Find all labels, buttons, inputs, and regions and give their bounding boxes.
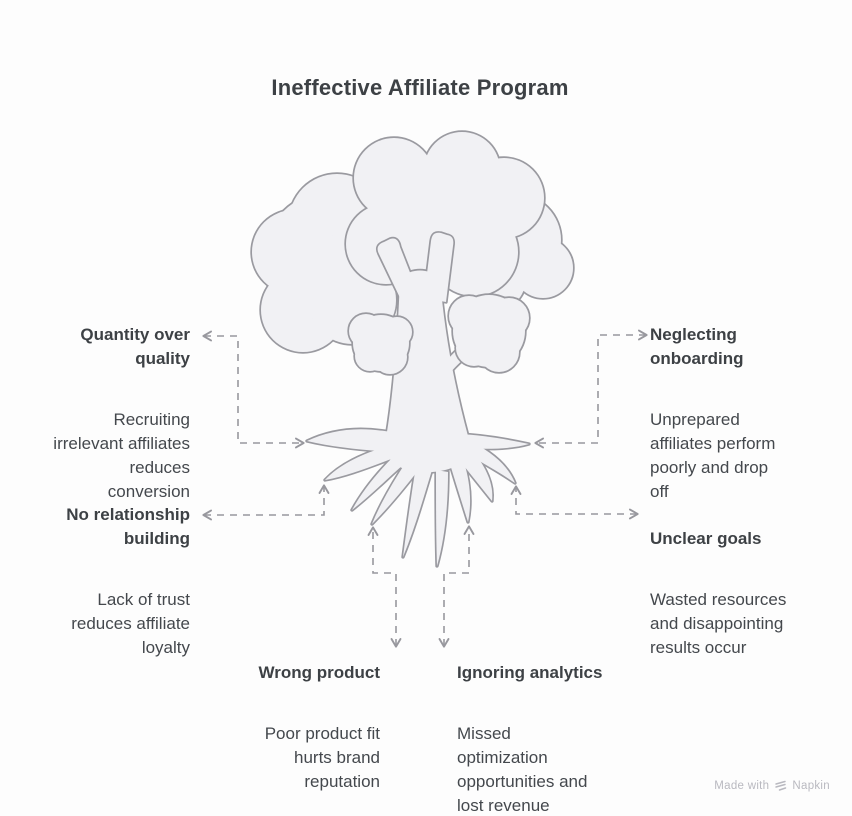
callout-ignoring-analytics: Ignoring analytics Missed optimization o… bbox=[457, 637, 689, 816]
callout-body: Unprepared affiliates perform poorly and… bbox=[650, 410, 776, 501]
callout-body: Lack of trust reduces affiliate loyalty bbox=[71, 590, 190, 657]
callout-heading: Quantity over quality bbox=[80, 325, 190, 368]
callout-body: Missed optimization opportunities and lo… bbox=[457, 724, 588, 815]
connector-wrong-product bbox=[367, 526, 402, 648]
callout-heading: No relationship building bbox=[66, 505, 190, 548]
callout-body: Recruiting irrelevant affiliates reduces… bbox=[53, 410, 190, 501]
callout-unclear-goals: Unclear goals Wasted resources and disap… bbox=[650, 503, 852, 684]
made-with-napkin-badge[interactable]: Made with Napkin bbox=[714, 780, 830, 792]
callout-heading: Wrong product bbox=[258, 663, 381, 682]
callout-neglecting-onboarding: Neglecting onboarding Unprepared affilia… bbox=[650, 299, 852, 528]
connector-ignoring-analytics bbox=[438, 525, 475, 648]
connector-quantity-over-quality bbox=[202, 330, 305, 449]
callout-no-relationship-building: No relationship building Lack of trust r… bbox=[0, 479, 190, 684]
watermark-prefix: Made with bbox=[714, 780, 770, 792]
callout-wrong-product: Wrong product Poor product fit hurts bra… bbox=[148, 637, 381, 816]
callout-heading: Neglecting onboarding bbox=[650, 325, 744, 368]
callout-heading: Unclear goals bbox=[650, 529, 762, 548]
callout-body: Poor product fit hurts brand reputation bbox=[264, 724, 380, 791]
watermark-brand: Napkin bbox=[792, 780, 830, 792]
connector-neglecting-onboarding bbox=[534, 329, 648, 449]
napkin-logo-icon bbox=[774, 780, 787, 792]
connector-unclear-goals bbox=[510, 485, 639, 520]
callout-heading: Ignoring analytics bbox=[457, 663, 603, 682]
callout-body: Wasted resources and disappointing resul… bbox=[650, 590, 787, 657]
page-title: Ineffective Affiliate Program bbox=[271, 75, 569, 100]
connector-no-relationship-building bbox=[202, 484, 330, 521]
callout-quantity-over-quality: Quantity over quality Recruiting irrelev… bbox=[0, 299, 190, 528]
